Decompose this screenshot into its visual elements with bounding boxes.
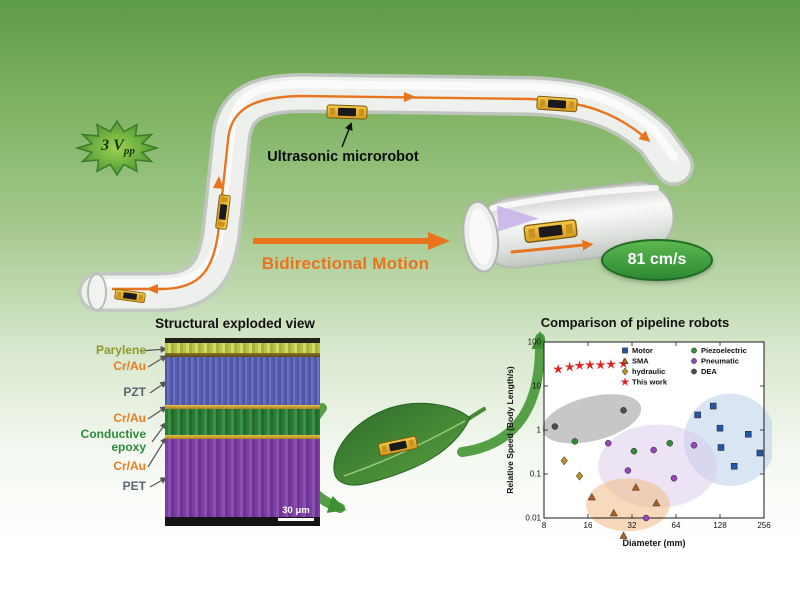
leaf xyxy=(333,402,486,486)
microrobot xyxy=(326,104,368,120)
layer-parylene xyxy=(165,343,320,353)
series-pneumatic xyxy=(604,439,698,522)
voltage-label: 3 Vpp xyxy=(76,137,160,157)
layer-pet xyxy=(165,439,320,517)
svg-text:64: 64 xyxy=(672,521,681,530)
pipeline-tube xyxy=(88,84,674,310)
layer-label-epoxy: Conductive epoxy xyxy=(28,428,146,454)
series-dea xyxy=(551,407,627,430)
layer-crau-3 xyxy=(165,435,320,439)
speed-badge: 81 cm/s xyxy=(601,239,713,281)
layer-pzt xyxy=(165,357,320,405)
layer-bottom-edge xyxy=(165,517,320,526)
layer-label-crau-3: Cr/Au xyxy=(113,459,146,473)
layer-top-edge xyxy=(165,338,320,343)
svg-text:1: 1 xyxy=(537,426,542,435)
svg-text:SMA: SMA xyxy=(632,357,649,366)
motion-label: Bidirectional Motion xyxy=(261,254,430,273)
voltage-subscript: pp xyxy=(123,145,135,158)
layer-label-pet: PET xyxy=(122,479,146,493)
layer-crau-1 xyxy=(165,353,320,357)
scale-bar: 30 μm xyxy=(278,505,314,521)
svg-text:Motor: Motor xyxy=(632,346,653,355)
svg-text:Pneumatic: Pneumatic xyxy=(701,357,739,366)
chart-title: Comparison of pipeline robots xyxy=(540,315,730,330)
svg-text:100: 100 xyxy=(528,338,542,347)
series-motor xyxy=(694,402,764,470)
svg-text:32: 32 xyxy=(628,521,637,530)
svg-text:DEA: DEA xyxy=(701,367,717,376)
layer-label-pzt: PZT xyxy=(123,385,146,399)
svg-text:This work: This work xyxy=(632,378,668,387)
exploded-view-title: Structural exploded view xyxy=(155,316,315,331)
series-sma xyxy=(587,483,661,539)
tube-opening-left xyxy=(87,273,107,311)
voltage-text: 3 V xyxy=(101,137,124,154)
svg-text:Relative Speed (Body Length/s): Relative Speed (Body Length/s) xyxy=(505,366,515,494)
ultrasound-beam xyxy=(497,205,539,232)
voltage-starburst xyxy=(74,119,160,177)
svg-text:256: 256 xyxy=(757,521,771,530)
layer-crau-2 xyxy=(165,405,320,409)
layer-label-epoxy-text: Conductive epoxy xyxy=(80,427,146,454)
svg-text:0.01: 0.01 xyxy=(525,514,541,523)
svg-text:128: 128 xyxy=(713,521,727,530)
svg-text:Piezoelectric: Piezoelectric xyxy=(701,346,747,355)
microrobot xyxy=(536,95,578,113)
layer-label-parylene: Parylene xyxy=(95,343,146,357)
cross-section-image: 30 μm xyxy=(165,338,320,526)
svg-text:8: 8 xyxy=(542,521,547,530)
svg-text:hydraulic: hydraulic xyxy=(632,367,665,376)
scale-bar-label: 30 μm xyxy=(282,505,310,516)
svg-text:16: 16 xyxy=(584,521,593,530)
layer-pointer-arrows xyxy=(139,345,168,488)
layer-conductive-epoxy xyxy=(165,409,320,435)
svg-text:0.1: 0.1 xyxy=(530,470,542,479)
bidirectional-arrow xyxy=(253,232,450,250)
series-hydraulic xyxy=(560,456,584,481)
svg-text:10: 10 xyxy=(532,382,541,391)
scale-bar-line xyxy=(278,518,314,521)
series-piezoelectric xyxy=(571,438,674,455)
microrobot-pointer-arrow xyxy=(341,122,353,148)
microrobot-label: Ultrasonic microrobot xyxy=(267,149,419,165)
layer-label-crau-1: Cr/Au xyxy=(113,359,146,373)
layer-label-crau-2: Cr/Au xyxy=(113,411,146,425)
svg-text:Diameter (mm): Diameter (mm) xyxy=(622,538,685,548)
motion-trajectory xyxy=(112,92,651,294)
